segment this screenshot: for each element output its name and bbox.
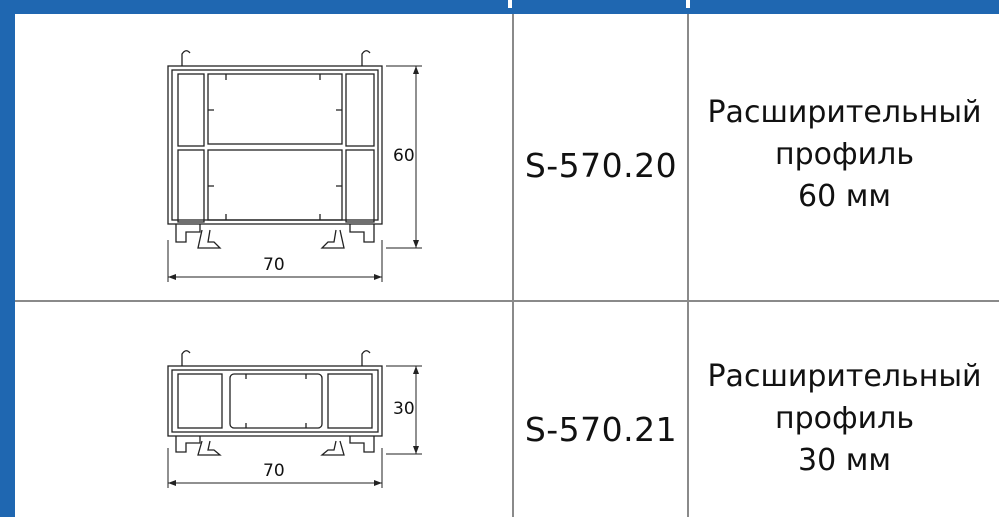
dimension-height-label: 30	[393, 399, 415, 419]
product-code: S-570.21	[524, 410, 678, 449]
product-code: S-570.20	[524, 146, 678, 185]
left-accent-bar	[0, 0, 15, 517]
profile-drawing-60mm	[167, 50, 422, 282]
row-divider	[15, 300, 999, 302]
dimension-width-label: 70	[263, 255, 285, 275]
header-divider	[686, 0, 690, 8]
column-divider-2	[687, 14, 689, 517]
product-description: Расширительный профиль 30 мм	[690, 356, 999, 482]
description-line: Расширительный	[707, 95, 982, 130]
table-header-bar	[0, 0, 999, 14]
description-line: 30 мм	[798, 443, 891, 478]
column-divider-1	[512, 14, 514, 517]
description-line: 60 мм	[798, 179, 891, 214]
profile-drawing-30mm	[167, 350, 422, 488]
header-divider	[508, 0, 512, 8]
description-line: профиль	[774, 137, 914, 172]
description-line: Расширительный	[707, 359, 982, 394]
dimension-height-label: 60	[393, 146, 415, 166]
description-line: профиль	[774, 401, 914, 436]
product-description: Расширительный профиль 60 мм	[690, 92, 999, 218]
dimension-width-label: 70	[263, 461, 285, 481]
